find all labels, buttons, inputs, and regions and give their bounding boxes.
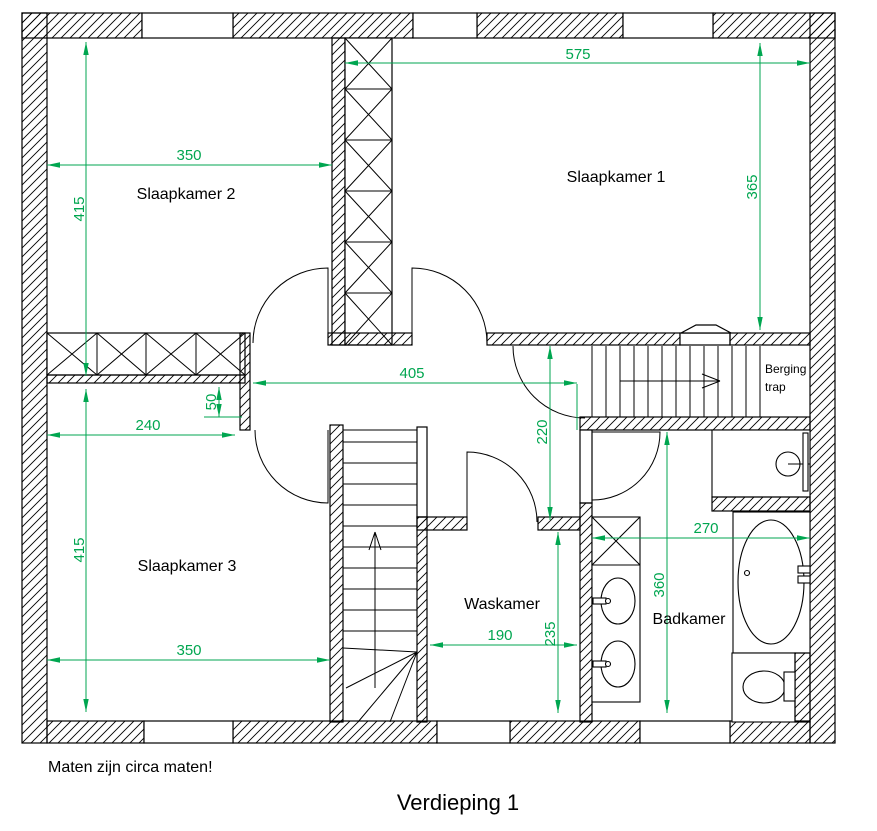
dim-hal-width: 405	[399, 365, 424, 382]
dimension-lines	[47, 42, 810, 713]
dim-s1-height: 365	[744, 174, 761, 199]
door-slaapkamer1	[411, 267, 488, 344]
doors	[252, 267, 661, 523]
label-slaapkamer1: Slaapkamer 1	[567, 169, 666, 186]
dim-waskamer-width: 190	[487, 627, 512, 644]
door-badkamer	[591, 431, 661, 501]
badkamer-fixtures	[591, 429, 811, 723]
berging-staircase	[591, 346, 761, 417]
door-slaapkamer3	[254, 429, 329, 504]
window	[436, 720, 511, 744]
dim-badkamer-height: 360	[651, 572, 668, 597]
label-berging-line1: Berging	[765, 362, 806, 376]
note-text: Maten zijn circa maten!	[48, 759, 213, 776]
stairs-up-arrow	[368, 531, 382, 688]
dim-s1-width: 575	[565, 46, 590, 63]
dim-s3-width: 350	[176, 642, 201, 659]
label-slaapkamer3: Slaapkamer 3	[138, 558, 237, 575]
central-staircase	[342, 429, 418, 723]
door-slaapkamer2	[252, 267, 329, 344]
door-hal-trap	[512, 345, 586, 419]
window	[412, 12, 478, 39]
dim-s2-height: 415	[71, 196, 88, 221]
dim-s3-offset: 50	[203, 394, 220, 411]
dim-s3-height: 415	[71, 537, 88, 562]
window	[143, 720, 234, 744]
stairs-direction-arrow	[620, 373, 721, 389]
toilet	[742, 670, 786, 704]
door-waskamer	[466, 451, 538, 523]
attic-hatch	[680, 324, 732, 334]
window	[622, 12, 714, 39]
label-berging-line2: trap	[765, 380, 786, 394]
page-title: Verdieping 1	[397, 790, 519, 815]
outer-walls	[21, 12, 836, 744]
label-badkamer: Badkamer	[653, 611, 727, 628]
dim-waskamer-height: 235	[542, 621, 559, 646]
dim-s3-top-width: 240	[135, 417, 160, 434]
interior-walls	[46, 37, 811, 723]
window	[639, 720, 731, 744]
window	[141, 12, 234, 39]
label-slaapkamer2: Slaapkamer 2	[137, 186, 236, 203]
dim-badkamer-width: 270	[693, 520, 718, 537]
dim-s2-width: 350	[176, 147, 201, 164]
room-labels: Slaapkamer 2 Slaapkamer 1 Slaapkamer 3 W…	[137, 169, 807, 628]
dim-hal-height: 220	[534, 419, 551, 444]
dimension-labels: 575 350 415 365 405 220 240 50 415 350 1…	[71, 46, 761, 659]
label-waskamer: Waskamer	[464, 596, 541, 613]
